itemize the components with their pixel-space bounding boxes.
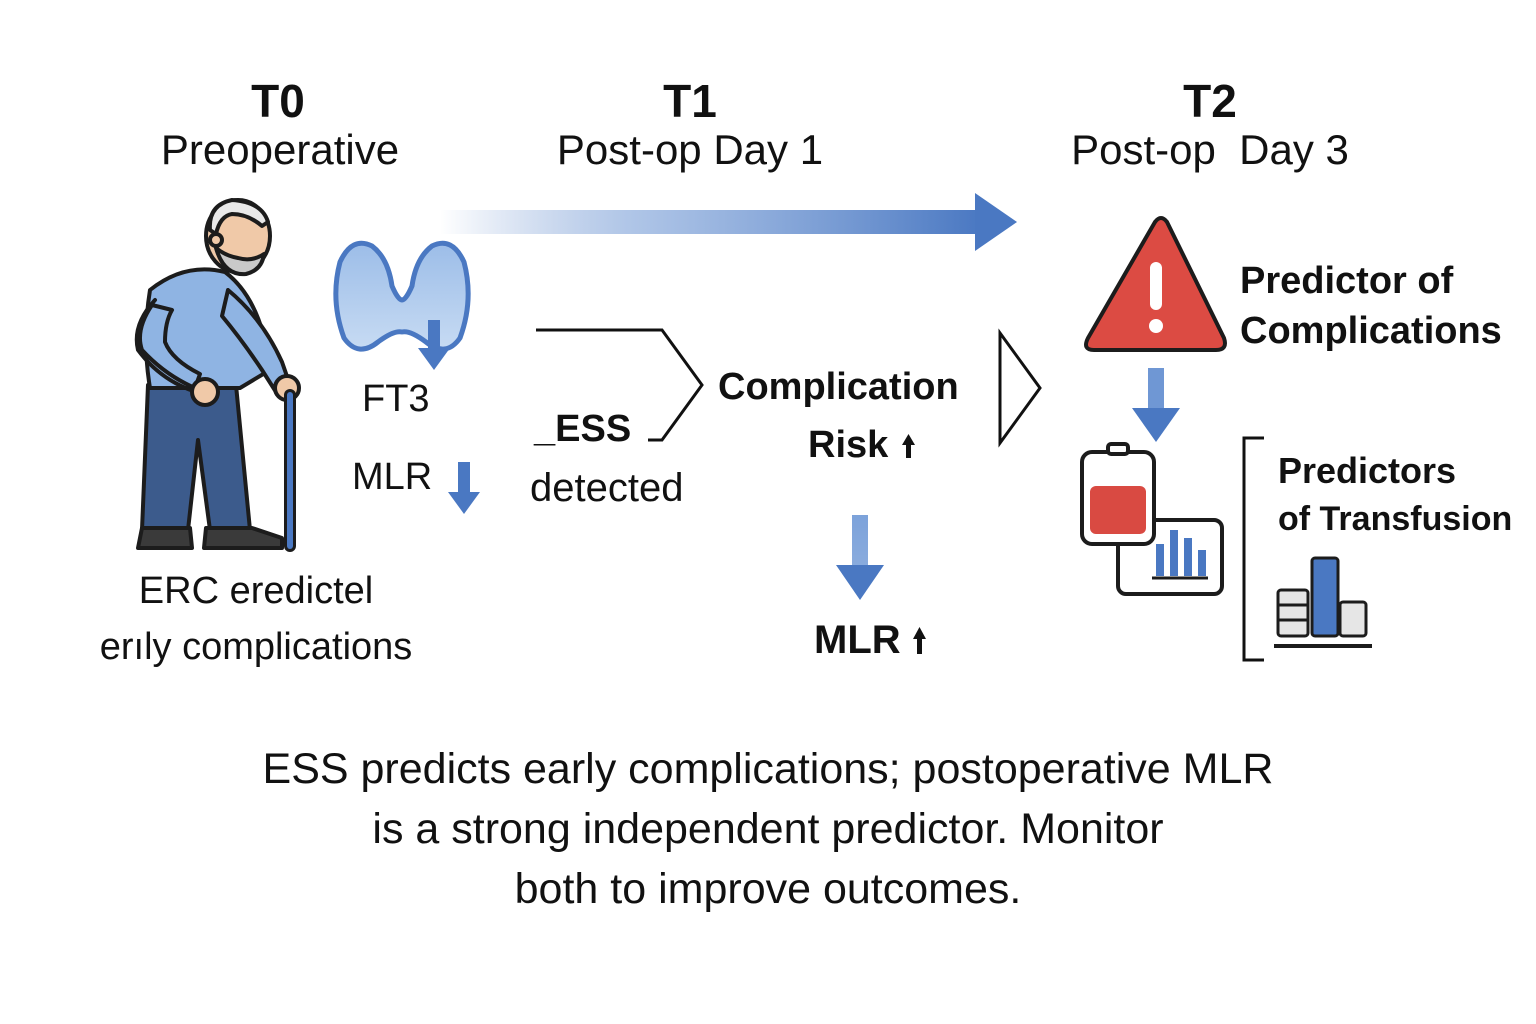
complication-risk-line1: Complication — [718, 366, 959, 408]
phase-code-t1: T1 — [663, 75, 717, 127]
t0-mlr-label: MLR — [352, 456, 433, 498]
t0-mlr-down-arrow — [448, 462, 480, 514]
ft3-label: FT3 — [362, 378, 430, 420]
phase-label-t0: Preoperative — [160, 126, 400, 173]
ess-label: _ESS — [534, 408, 632, 450]
phase-code-t2: T2 — [1183, 75, 1237, 127]
transfusion-bracket — [1242, 436, 1264, 662]
risk-up-arrow — [902, 434, 915, 458]
t0-caption-line1: ERC eredictel — [138, 570, 374, 612]
t2-down-arrow — [1132, 368, 1180, 442]
complications-predictor-line1: Predictor of — [1240, 260, 1454, 302]
summary-line3: both to improve outcomes. — [514, 865, 1022, 913]
transfusion-predictor-line1: Predictors — [1278, 450, 1457, 491]
thyroid-icon — [333, 240, 471, 352]
summary-line2: is a strong independent predictor. Monit… — [372, 805, 1164, 853]
phase-code-t0: T0 — [251, 75, 305, 127]
ft3-down-arrow — [418, 320, 450, 370]
complications-predictor-line2: Complications — [1240, 310, 1502, 352]
phase-label-t1: Post-op Day 1 — [556, 126, 824, 173]
t1-down-arrow — [836, 515, 884, 600]
transfusion-predictor-line2: of Transfusion — [1278, 500, 1513, 538]
ess-bracket-arrow — [536, 328, 704, 442]
complication-risk-line2: Risk — [808, 424, 889, 466]
ess-detected-label: detected — [530, 466, 684, 510]
timeline-arrow — [440, 193, 1017, 251]
blood-bag-icon — [1080, 442, 1224, 596]
mlr-up-arrow — [913, 627, 926, 654]
elderly-patient-icon — [134, 198, 301, 552]
t0-caption-line2: erıly complications — [99, 626, 413, 668]
t1-mlr-label: MLR — [814, 618, 901, 662]
warning-icon — [1084, 216, 1227, 352]
bar-chart-icon — [1274, 556, 1372, 648]
summary-line1: ESS predicts early complications; postop… — [262, 745, 1274, 793]
phase-label-t2: Post-op Day 3 — [1071, 126, 1349, 173]
outline-arrow — [998, 328, 1042, 448]
